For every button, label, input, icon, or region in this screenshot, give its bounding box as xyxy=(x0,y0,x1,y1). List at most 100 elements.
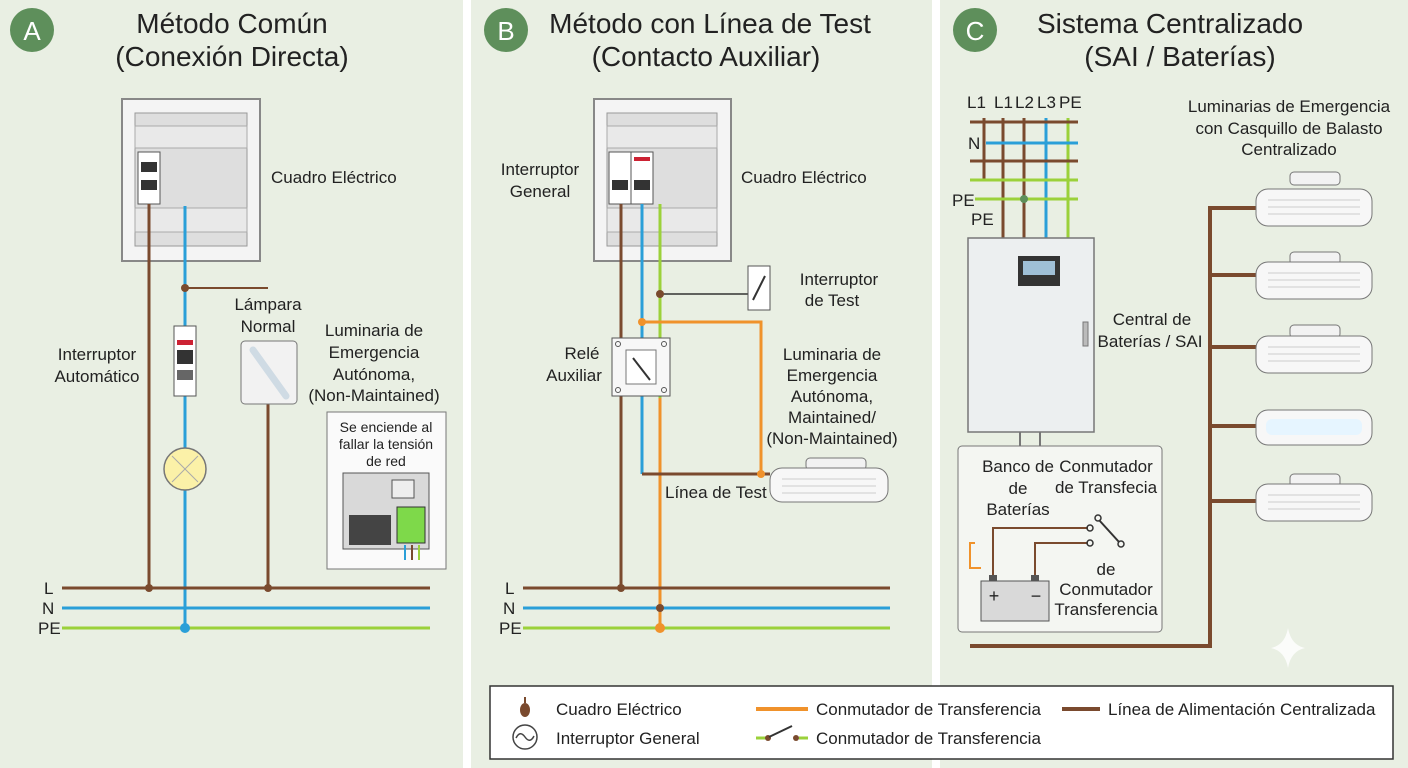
panel-b-test-switch xyxy=(747,265,771,311)
panel-a-header: A Método Común (Conexión Directa) xyxy=(10,8,349,72)
panel-c-feed-pe: PE xyxy=(1059,93,1082,112)
legend: Cuadro Eléctrico Interruptor General Con… xyxy=(489,685,1394,760)
panel-a-breaker xyxy=(173,325,197,397)
panel-b-interruptor-test-line1: Interruptor xyxy=(800,270,879,289)
panel-c-battery: + − xyxy=(969,527,1088,622)
panel-c-luminaire-4-lit xyxy=(1255,409,1373,446)
panel-b-rele-line1: Relé xyxy=(565,344,600,363)
badge-c-letter: C xyxy=(966,16,985,46)
legend-item-cuadro: Cuadro Eléctrico xyxy=(556,700,682,719)
panel-b-rele-line2: Auxiliar xyxy=(546,366,602,385)
panel-b-interruptor-test-line2: de Test xyxy=(805,291,860,310)
legend-item-conmutador-1: Conmutador de Transferencia xyxy=(816,700,1041,719)
panel-a-cuadro-label: Cuadro Eléctrico xyxy=(271,168,397,187)
panel-c-conmutador-line1: Conmutador xyxy=(1059,457,1153,476)
panel-b-luminaria-line1: Luminaria de xyxy=(783,345,881,364)
panel-c-conmutador2-line3: Transferencia xyxy=(1054,600,1158,619)
panel-c-title-line1: Sistema Centralizado xyxy=(1037,8,1303,39)
panel-b-title-line2: (Contacto Auxiliar) xyxy=(592,41,821,72)
panel-a-lampara-line1: Lámpara xyxy=(234,295,302,314)
panel-a-title-line2: (Conexión Directa) xyxy=(115,41,348,72)
badge-b-letter: B xyxy=(497,16,514,46)
legend-item-conmutador-2: Conmutador de Transferencia xyxy=(816,729,1041,748)
panel-c-n-label: N xyxy=(968,134,980,153)
panel-c-banco-line3: Baterías xyxy=(986,500,1049,519)
panel-c-feed-l2: L2 xyxy=(1015,93,1034,112)
svg-text:+: + xyxy=(989,586,1000,606)
panel-c-central-cabinet xyxy=(967,237,1095,446)
legend-item-interruptor: Interruptor General xyxy=(556,729,700,748)
panel-b-bus-pe: PE xyxy=(499,619,522,638)
panel-c-header: C Sistema Centralizado (SAI / Baterías) xyxy=(953,8,1303,72)
panel-b-title-line1: Método con Línea de Test xyxy=(549,8,871,39)
panel-a-bulb xyxy=(163,447,207,491)
svg-text:−: − xyxy=(1031,586,1042,606)
panel-b-luminaria-line3: Autónoma, xyxy=(791,387,873,406)
panel-b-test-node xyxy=(656,290,664,298)
panel-c-luminaire-2 xyxy=(1255,251,1373,300)
panel-a-emergency-unit: Se enciende al fallar la tensión de red xyxy=(326,411,447,570)
sparkle-icon xyxy=(1271,628,1305,668)
panel-a-luminaria-line4: (Non-Maintained) xyxy=(308,386,439,405)
panel-b-bus-n: N xyxy=(503,599,515,618)
panel-b-linea-test-label: Línea de Test xyxy=(665,483,767,502)
panel-c-feeder-line xyxy=(970,206,1256,648)
panel-c-title-line2: (SAI / Baterías) xyxy=(1084,41,1275,72)
legend-item-linea: Línea de Alimentación Centralizada xyxy=(1108,700,1376,719)
panel-a-bus-n: N xyxy=(42,599,54,618)
panel-a-interruptor-line2: Automático xyxy=(54,367,139,386)
panel-b-cuadro-label: Cuadro Eléctrico xyxy=(741,168,867,187)
badge-c xyxy=(953,8,997,52)
panel-c-banco-line1: Banco de xyxy=(982,457,1054,476)
panel-a-nota-line3: de red xyxy=(366,453,406,469)
panel-b-luminaria-line2: Emergencia xyxy=(787,366,878,385)
panel-a-lampara-line2: Normal xyxy=(241,317,296,336)
panel-a-node xyxy=(181,284,189,292)
panel-b-emergency-luminaire xyxy=(769,457,889,503)
panel-c-luminaire-3 xyxy=(1255,324,1373,374)
legend-node-icon xyxy=(520,697,530,717)
panel-c-conmutador2-line2: Conmutador xyxy=(1059,580,1153,599)
legend-switch-icon xyxy=(756,725,808,741)
panel-a-title-line1: Método Común xyxy=(136,8,327,39)
panel-a-nota-line1: Se enciende al xyxy=(340,419,433,435)
panel-b-linea-test-node xyxy=(757,470,765,478)
panel-c-conmutador2-line1: de xyxy=(1097,560,1116,579)
panel-c-feed-wires xyxy=(970,118,1078,238)
panel-b-bus-l: L xyxy=(505,579,514,598)
panel-c-pe2-label: PE xyxy=(971,210,994,229)
panel-c-central-line1: Central de xyxy=(1113,310,1191,329)
panel-c-pe1-label: PE xyxy=(952,191,975,210)
panel-a-nota-line2: fallar la tensión xyxy=(339,436,433,452)
panel-c-luminarias-line1: Luminarias de Emergencia xyxy=(1188,97,1391,116)
panel-c-luminarias-line2: con Casquillo de Balasto xyxy=(1195,119,1382,138)
panel-a-luminaria-line3: Autónoma, xyxy=(333,365,415,384)
panel-c-conmutador-line2: de Transfecia xyxy=(1055,478,1158,497)
panel-b-luminaria-line4: Maintained/ xyxy=(788,408,876,427)
panel-b-header: B Método con Línea de Test (Contacto Aux… xyxy=(484,8,871,72)
badge-a-letter: A xyxy=(23,16,41,46)
panel-b-interruptor-general-line2: General xyxy=(510,182,570,201)
panel-a-bus xyxy=(62,584,430,633)
panel-c-feed-l1a: L1 xyxy=(967,93,986,112)
panel-a-luminaria-line2: Emergencia xyxy=(329,343,420,362)
badge-b xyxy=(484,8,528,52)
panel-c-transfer-switch xyxy=(1086,514,1125,548)
panel-c-feed-l1b: L1 xyxy=(994,93,1013,112)
panel-c-luminarias-line3: Centralizado xyxy=(1241,140,1336,159)
panel-a-luminaria-line1: Luminaria de xyxy=(325,321,423,340)
panel-b-orange-node xyxy=(638,318,646,326)
panel-a-cuadro xyxy=(121,98,261,262)
panel-b-interruptor-general-line1: Interruptor xyxy=(501,160,580,179)
panel-c-luminaire-5 xyxy=(1255,473,1373,522)
panel-a-bus-pe: PE xyxy=(38,619,61,638)
panel-a-bus-l: L xyxy=(44,579,53,598)
panel-b-luminaria-line5: (Non-Maintained) xyxy=(766,429,897,448)
badge-a xyxy=(10,8,54,52)
panel-b-cuadro xyxy=(593,98,732,262)
panel-c-feed-l3: L3 xyxy=(1037,93,1056,112)
panel-a-lamp-normal xyxy=(240,340,298,405)
panel-b-relay xyxy=(611,337,671,397)
